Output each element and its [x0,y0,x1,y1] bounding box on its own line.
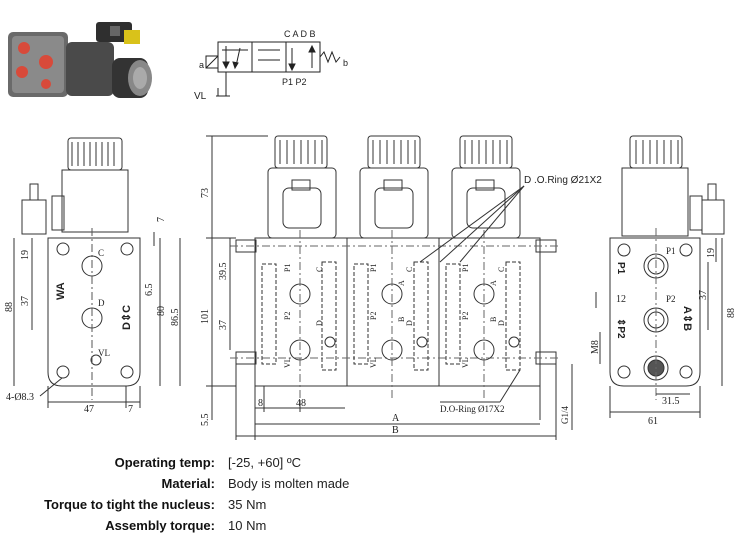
side-wa-label: WA [55,282,67,300]
front-label-a-1: A [397,280,406,286]
side-dim-47: 47 [84,404,94,415]
technical-drawing: C A D B a b P1 P2 VL C [4,22,737,440]
front-g14: G1/4 [560,406,570,425]
side-dim-86-5: 86.5 [170,309,181,327]
front-label-c-2: C [405,267,414,272]
front-label-d-2: D [405,320,414,326]
spec-key: Torque to tight the nucleus: [44,497,215,512]
front-view: P1 P1 P1 C C C A A P2 P2 P2 D D D B B VL… [200,135,602,440]
end-dim-61: 61 [648,416,658,427]
front-label-p1-2: P1 [369,264,378,272]
front-label-p2-3: P2 [461,312,470,320]
front-label-d-3: D [497,320,506,326]
side-dim-6-5: 6.5 [144,284,155,297]
end-dim-12: 12 [616,294,626,305]
end-p1-arrow: P1 [615,262,626,275]
front-oring-bottom: D.O-Ring Ø17X2 [440,404,505,414]
end-p1-label: P1 [666,246,676,256]
front-dim-8: 8 [258,398,263,409]
front-label-p2-2: P2 [369,312,378,320]
end-p2-arrow: ⇕P2 [615,318,626,339]
spec-key: Operating temp: [114,455,215,470]
front-dim-73: 73 [200,188,211,198]
front-dim-48: 48 [296,398,306,409]
front-label-vl-1: VL [283,357,292,368]
front-label-d-1: D [315,320,324,326]
hydraulic-schematic: C A D B a b P1 P2 VL [194,29,348,102]
front-label-b-1: B [397,317,406,322]
product-photo [8,22,152,98]
front-label-vl-2: VL [369,357,378,368]
side-dim-7: 7 [156,217,167,222]
spec-row: Material: Body is molten made [0,476,745,496]
end-dim-88: 88 [726,308,737,318]
front-label-a-2: A [489,280,498,286]
spec-key: Material: [161,476,215,491]
schematic-port-a: a [199,60,204,70]
end-dim-31-5: 31.5 [662,396,680,407]
front-label-c-3: C [497,267,506,272]
spec-key: Assembly torque: [105,518,215,533]
end-dim-37: 37 [698,290,709,300]
side-view: C D VL WA D⇕C 19 88 37 7 6.5 80 86.5 47 … [4,137,181,415]
schematic-ports-bottom: P1 P2 [282,77,307,87]
front-label-b-2: B [489,317,498,322]
side-port-c: C [98,248,104,258]
end-p2-label: P2 [666,294,676,304]
side-dim-80: 80 [156,306,167,316]
spec-value: 10 Nm [228,518,267,533]
spec-value: Body is molten made [228,476,350,491]
side-holes: 4-Ø8.3 [6,392,34,403]
side-port-d: D [98,298,105,308]
end-dim-m8: M8 [590,340,601,354]
front-dim-b: B [392,425,399,436]
spec-row: Operating temp: [-25, +60] ºC [0,455,745,475]
side-port-vl: VL [98,348,110,358]
side-dim-37: 37 [20,296,31,306]
front-oring-top: D .O.Ring Ø21X2 [524,175,602,186]
schematic-ports-top: C A D B [284,29,316,39]
side-dim-19: 19 [20,250,31,260]
end-ab-arrow: A⇕B [681,306,693,331]
front-dim-a: A [392,413,400,424]
spec-value: [-25, +60] ºC [228,455,302,470]
end-dim-19: 19 [706,248,717,258]
schematic-vl: VL [194,91,207,102]
side-dim-7b: 7 [128,404,133,415]
front-label-p1-3: P1 [461,264,470,272]
front-label-vl-3: VL [461,357,470,368]
schematic-port-b: b [343,58,348,68]
spec-row: Assembly torque: 10 Nm [0,518,745,538]
side-dc-label: D⇕C [121,305,133,330]
spec-row: Torque to tight the nucleus: 35 Nm [0,497,745,517]
front-dim-39-5: 39.5 [218,263,229,281]
front-dim-101: 101 [200,309,211,324]
end-view: P1 P2 P1 ⇕P2 A⇕B 19 37 88 12 M8 31.5 61 [590,135,737,427]
front-dim-5-5: 5.5 [200,414,211,427]
front-label-p2-1: P2 [283,312,292,320]
front-label-c-1: C [315,267,324,272]
spec-value: 35 Nm [228,497,267,512]
front-dim-37: 37 [218,320,229,330]
front-label-p1-1: P1 [283,264,292,272]
side-dim-88: 88 [4,302,15,312]
